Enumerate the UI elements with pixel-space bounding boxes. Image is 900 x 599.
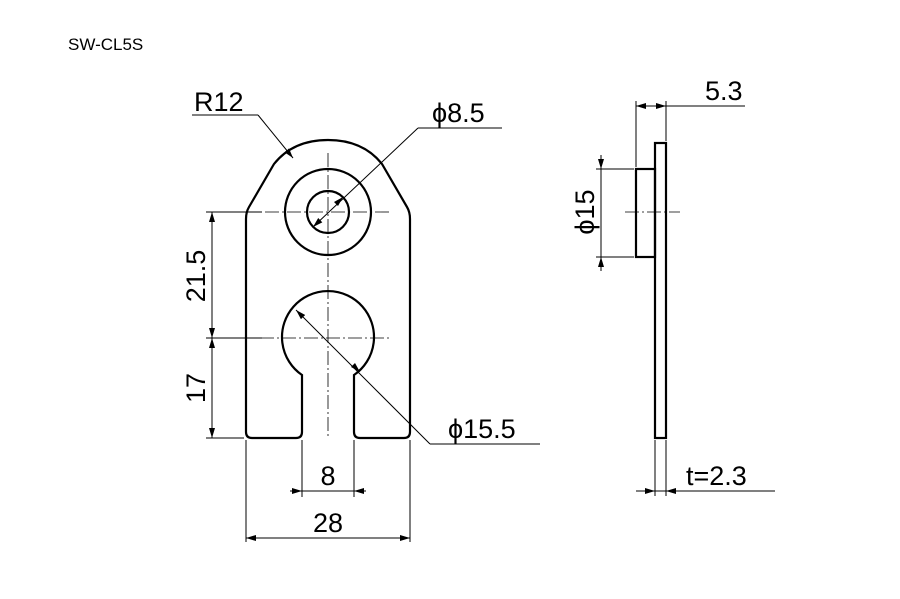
boss-arrow-bottom (598, 257, 604, 267)
boss-arrow-top (598, 159, 604, 169)
slot-arrow-left (292, 488, 302, 494)
radius-leader (257, 114, 294, 159)
side-boss (634, 167, 657, 259)
thick-arrow-left (645, 488, 655, 494)
thickness-label: t=2.3 (686, 461, 747, 491)
lower-pitch-label: 17 (181, 373, 211, 403)
plate-outline (244, 138, 412, 440)
slot-width-label: 8 (320, 461, 335, 491)
large-hole-leader (295, 309, 431, 445)
large-hole-label: ϕ15.5 (448, 414, 516, 444)
boss-height-label: 5.3 (705, 76, 743, 106)
small-hole-leader (312, 127, 419, 228)
large-hole-arrow-inner (351, 363, 360, 372)
small-hole-arrow-inner (334, 197, 343, 206)
thick-arrow-right (666, 488, 676, 494)
upper-pitch-label: 21.5 (181, 250, 211, 303)
front-view: 21.5 17 8 28 R12 ϕ8.5 ϕ15.5 (181, 87, 540, 542)
boss-diameter-label: ϕ15 (570, 189, 600, 234)
small-hole-label: ϕ8.5 (432, 98, 485, 128)
height-arrow-left (636, 103, 646, 109)
overall-width-label: 28 (313, 508, 343, 538)
radius-label: R12 (194, 87, 244, 117)
slot-arrow-right (354, 488, 364, 494)
side-plate (653, 141, 668, 440)
side-view: ϕ15 5.3 t=2.3 (570, 76, 775, 496)
part-number: SW-CL5S (68, 35, 143, 54)
height-arrow-right (656, 103, 666, 109)
